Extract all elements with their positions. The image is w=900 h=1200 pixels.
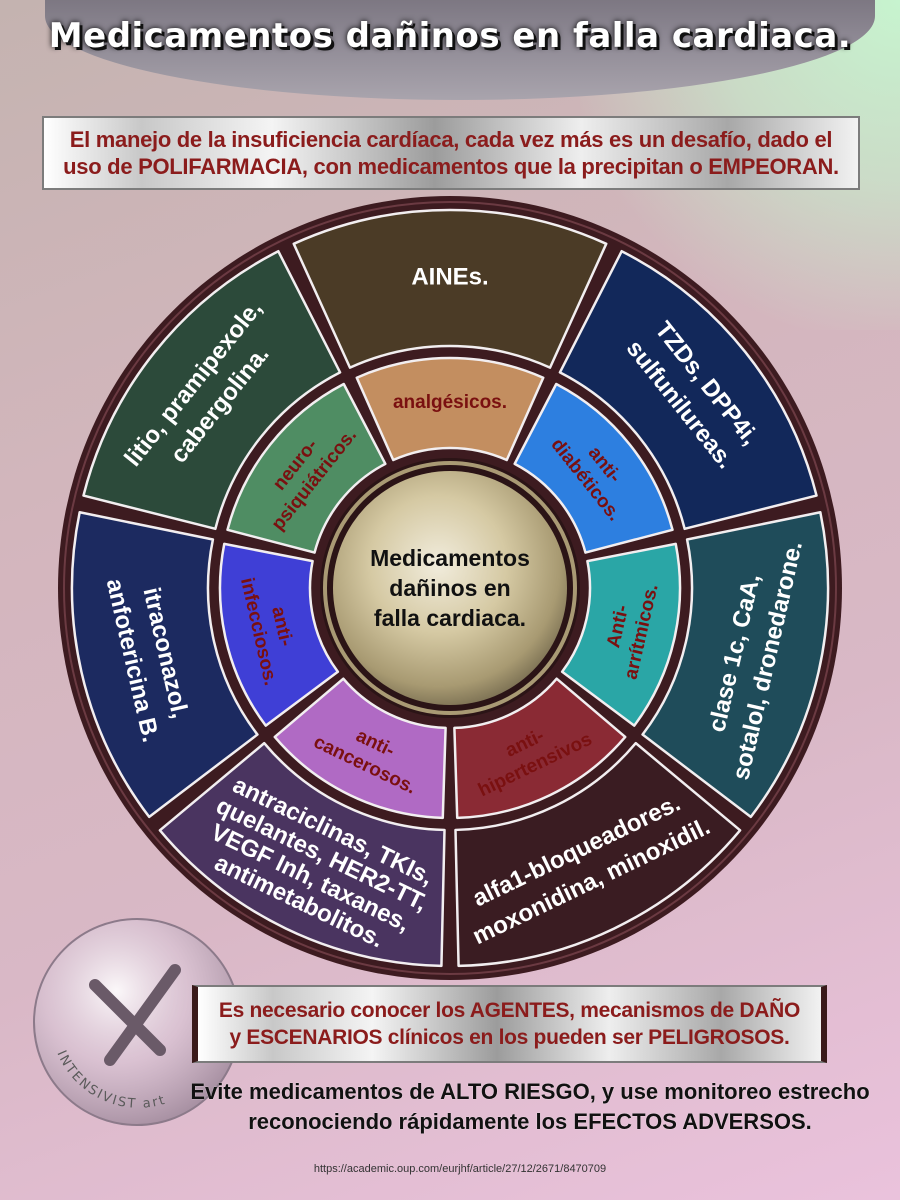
sector-inner-analgesicos (355, 356, 545, 462)
sectors-layer: litio, pramipexole,cabergolina.neuro-psi… (70, 208, 830, 968)
sector-inner-neuro (226, 382, 387, 554)
category-label-analgesicos: analgésicos. (393, 392, 507, 413)
sector-inner-antiinfecciosos (218, 542, 340, 727)
sector-analgesicos: AINEs. analgésicos. (292, 208, 608, 462)
sector-inner-antihipertensivos (453, 677, 627, 820)
sector-outer-antidiabeticos (558, 249, 818, 531)
intro-banner: El manejo de la insuficiencia cardíaca, … (42, 116, 860, 190)
sector-outer-analgesicos (292, 208, 608, 369)
note-line-1: Es necesario conocer los AGENTES, mecani… (218, 999, 801, 1022)
category-label-analgesicos-line: analgésicos. (393, 392, 507, 413)
sector-outer-neuro (82, 249, 342, 531)
advice-line-2: reconociendo rápidamente los EFECTOS ADV… (248, 1109, 812, 1134)
center-ring-gold (323, 461, 577, 715)
drug-label-analgesicos-line: AINEs. (411, 263, 488, 290)
center-label-line: Medicamentos (370, 545, 530, 571)
page-title: Medicamentos dañinos en falla cardiaca. (48, 16, 852, 56)
center-medallion (333, 471, 567, 705)
sector-inner-anticancerosos (273, 677, 447, 820)
sector-outer-anticancerosos (158, 741, 446, 968)
intro-line-2: uso de POLIFARMACIA, con medicamentos qu… (63, 154, 839, 179)
intro-line-1: El manejo de la insuficiencia cardíaca, … (69, 127, 833, 152)
sector-antiarritmicos: clase 1c, CaA,sotalol, dronedarone.Anti-… (560, 511, 830, 819)
advice-text: Evite medicamentos de ALTO RIESGO, y use… (190, 1077, 870, 1137)
wheel-rim-highlight (63, 201, 837, 975)
center-label: Medicamentos dañinos en falla cardiaca. (370, 545, 530, 631)
sector-inner-antiarritmicos (560, 542, 682, 727)
intensivist-logo: INTENSIVIST art (33, 918, 241, 1126)
center-label-line: dañinos en (389, 575, 510, 601)
drug-label-analgesicos: AINEs. (411, 263, 488, 290)
note-banner: Es necesario conocer los AGENTES, mecani… (192, 985, 827, 1063)
logo-x-mark (89, 964, 181, 1066)
sector-antihipertensivos: alfa1-bloqueadores.moxonidina, minoxidil… (453, 677, 742, 968)
sector-anticancerosos: antraciclinas, TKIs,quelantes, HER2-TT,V… (158, 677, 447, 968)
sector-outer-antihipertensivos (454, 741, 742, 968)
note-line-2: y ESCENARIOS clínicos en los pueden ser … (229, 1026, 790, 1049)
sector-outer-antiarritmicos (641, 511, 830, 819)
sector-inner-antidiabeticos (513, 382, 674, 554)
center-label-line: falla cardiaca. (374, 605, 526, 631)
advice-line-1: Evite medicamentos de ALTO RIESGO, y use… (190, 1079, 870, 1104)
sector-outer-antiinfecciosos (70, 511, 259, 819)
source-url: https://academic.oup.com/eurjhf/article/… (313, 1163, 607, 1175)
sector-antiinfecciosos: itraconazol,anfotericina B.anti-infeccio… (70, 511, 340, 819)
